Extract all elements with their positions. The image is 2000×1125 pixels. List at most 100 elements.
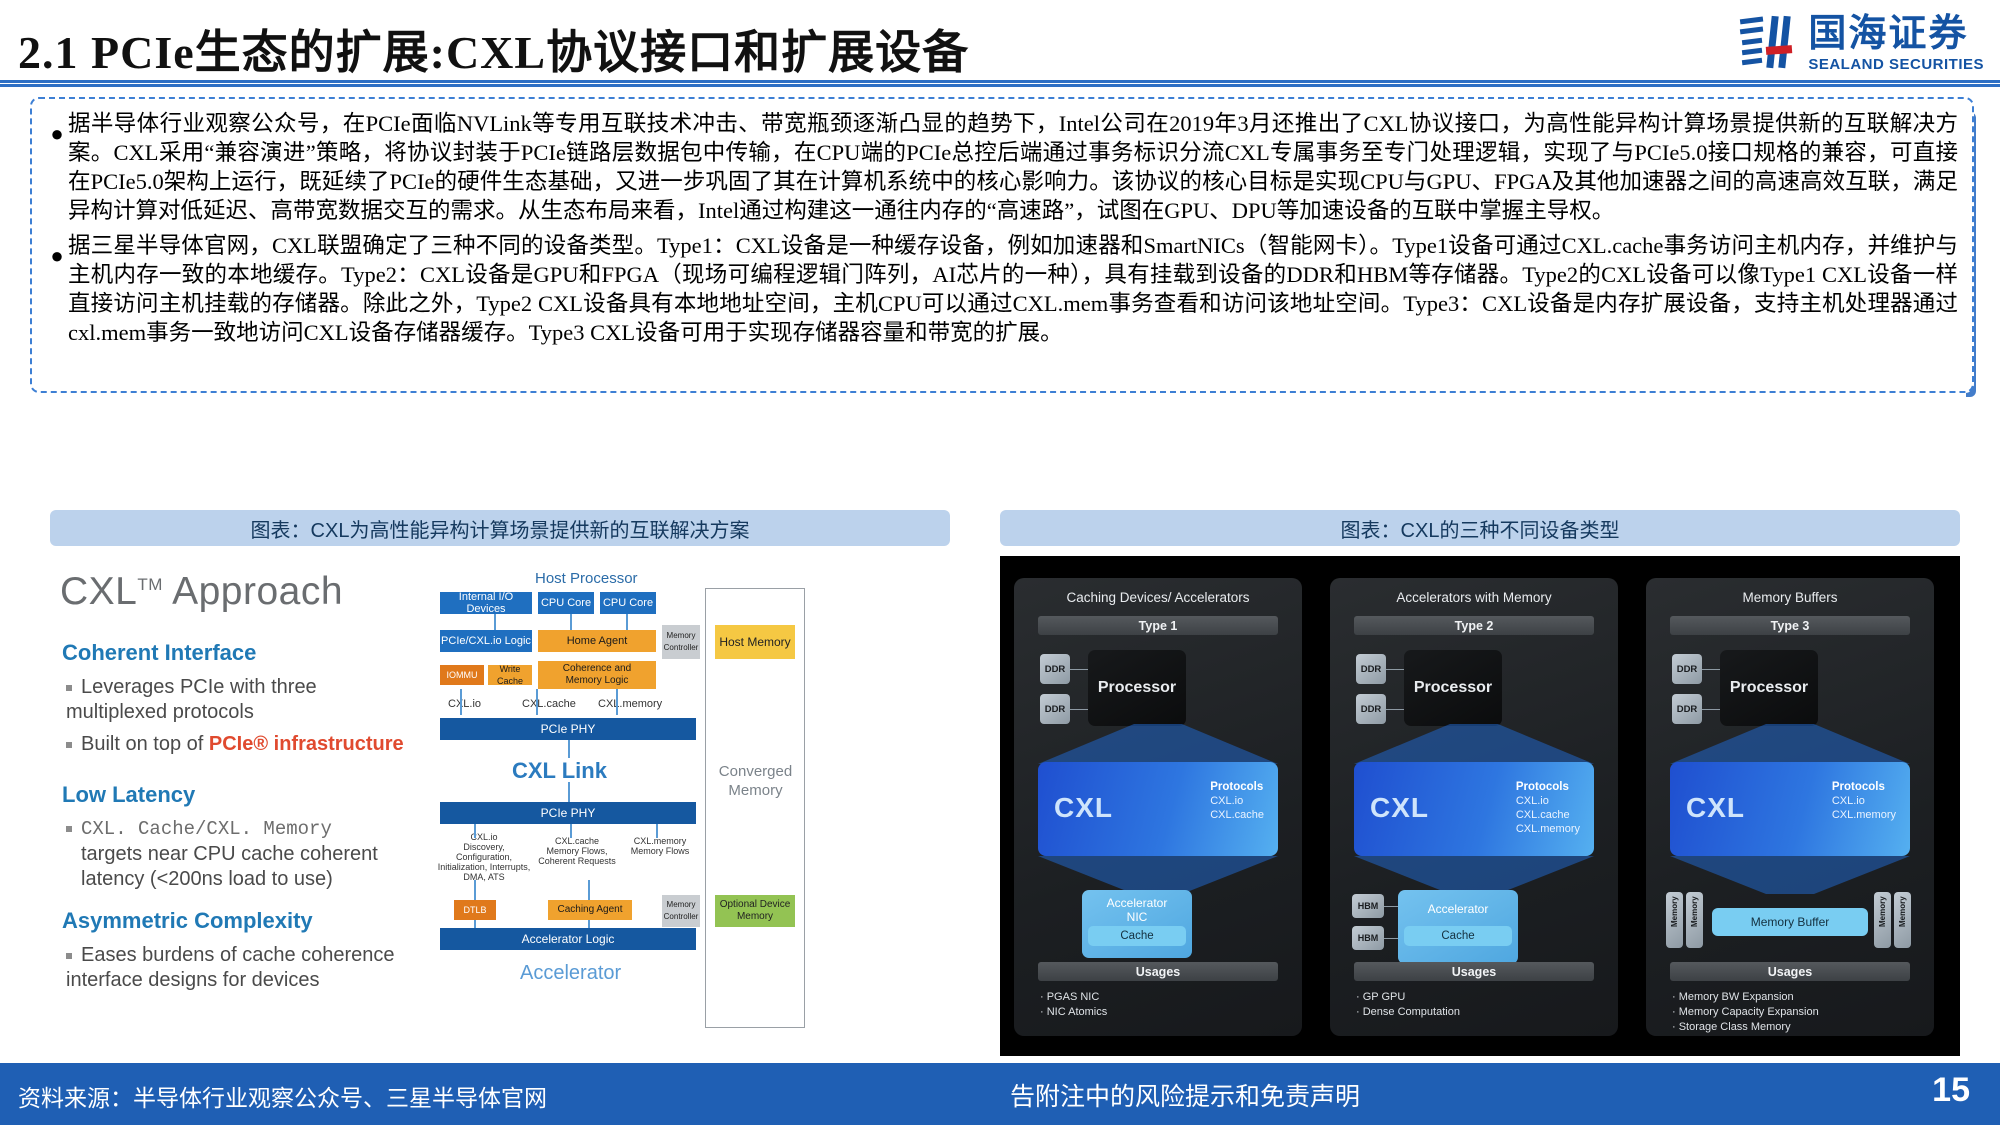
section-item-mono: CXL. Cache/CXL. Memory [81,818,332,840]
protocol-item: CXL.cache [1515,809,1570,821]
list-item: ● 据半导体行业观察公众号，在PCIe面临NVLink等专用互联技术冲击、带宽瓶… [46,109,1958,225]
cxl-link-label: CXL Link [512,758,607,783]
section-heading-asymmetric-complexity: Asymmetric Complexity [62,908,313,933]
processor-box: Processor [1088,650,1186,726]
company-logo: 国海证券 SEALAND SECURITIES [1736,12,1984,74]
memory-module-ddr: DDR [1672,694,1702,724]
cxl-box: CXL Protocols CXL.io CXL.cache CXL.memor… [1354,762,1594,856]
converged-memory-container [705,588,805,1028]
section-item-text: targets near CPU cache coherent latency … [81,843,378,890]
home-agent-box: Home Agent [538,630,656,652]
section-item: Eases burdens of cache coherence interfa… [66,943,411,993]
connector-line [626,614,628,630]
hex-glow-top [1038,724,1278,764]
panel-title: Memory Buffers [1742,590,1838,605]
cpu-core-box-1: CPU Core [538,592,594,614]
memory-module-ddr: DDR [1356,654,1386,684]
usage-item: · PGAS NIC [1040,991,1100,1003]
bullet-dot-icon: ● [50,243,64,268]
panel-type-bar: Type 3 [1670,616,1910,635]
memory-module-ddr: DDR [1040,694,1070,724]
page-header: 2.1 PCIe生态的扩展:CXL协议接口和扩展设备 国海证券 SEALAND … [0,0,2000,92]
device-label: Accelerator [1427,902,1489,916]
connector-line [474,880,476,900]
panel-title: Caching Devices/ Accelerators [1066,590,1250,605]
protocol-item: CXL.memory [1515,823,1580,835]
processor-box: Processor [1720,650,1818,726]
connector-line [1384,938,1398,939]
protocol-item: CXL.io [1210,795,1244,807]
iommu-box: IOMMU [440,665,484,685]
connector-line [568,782,570,802]
panel-type-3: Memory Buffers Type 3 DDR DDR Processor … [1646,578,1934,1036]
section-heading-coherent-interface: Coherent Interface [62,640,257,665]
connector-line [1386,709,1404,710]
bullet-text: 据三星半导体官网，CXL联盟确定了三种不同的设备类型。Type1：CXL设备是一… [68,233,1958,345]
usages-bar: Usages [1670,962,1910,981]
page-number: 15 [1932,1071,1970,1109]
usage-item: · GP GPU [1356,991,1406,1003]
protocols-list: Protocols CXL.io CXL.cache CXL.memory [1516,780,1580,836]
protocol-item: CXL.io [1831,795,1865,807]
usage-item: · Memory Capacity Expansion [1672,1006,1819,1018]
cxl-cache-label-top: CXL.cache [522,698,576,710]
connector-line [1702,709,1720,710]
pcie-phy-top-box: PCIe PHY [440,718,696,740]
device-label-line1: Accelerator [1106,896,1168,910]
logo-text: 国海证券 SEALAND SECURITIES [1808,15,1984,72]
left-figure: CXLTM Approach Coherent Interface Levera… [40,560,970,1035]
protocol-item: CXL.io [1515,795,1549,807]
memory-module-hbm: HBM [1352,894,1384,918]
host-memory-box: Host Memory [715,625,795,659]
usages-bar: Usages [1354,962,1594,981]
cxl-box: CXL Protocols CXL.io CXL.cache [1038,762,1278,856]
connector-line [570,614,572,630]
cxl-approach-title: CXLTM Approach [60,570,343,614]
usage-item: · Storage Class Memory [1672,1021,1791,1033]
cache-box: Cache [1088,926,1186,946]
memory-module-ddr: DDR [1356,694,1386,724]
connector-line [1070,669,1088,670]
protocols-title: Protocols [1515,781,1569,793]
right-figure: Caching Devices/ Accelerators Type 1 DDR… [1000,556,1960,1056]
usages-list: · PGAS NIC · NIC Atomics [1040,990,1107,1020]
memory-module-ddr: DDR [1672,654,1702,684]
square-bullet-icon [66,825,72,832]
cxl-box: CXL Protocols CXL.io CXL.memory [1670,762,1910,856]
usage-item: · Dense Computation [1356,1006,1460,1018]
cache-box: Cache [1404,926,1512,946]
panel-type-1: Caching Devices/ Accelerators Type 1 DDR… [1014,578,1302,1036]
device-label-line2: NIC [1126,910,1148,924]
section-item: Built on top of PCIe® infrastructure [66,732,416,757]
device-box: Accelerator Cache [1398,890,1518,964]
connector-line [616,689,618,715]
connector-line [1702,669,1720,670]
pcie-cxl-io-logic-box: PCIe/CXL.io Logic [440,630,532,652]
trademark-icon: TM [137,575,163,594]
page-footer: 资料来源：半导体行业观察公众号、三星半导体官网 告附注中的风险提示和免责声明 1… [0,1063,2000,1125]
section-heading-low-latency: Low Latency [62,782,196,807]
panel-type-bar: Type 1 [1038,616,1278,635]
memory-label: Memory [1878,896,1887,927]
cxl-io-label-top: CXL.io [448,698,482,710]
memory-module-vertical: Memory [1874,892,1891,948]
section-item: CXL. Cache/CXL. Memory targets near CPU … [66,816,406,892]
connector-line [588,880,590,900]
write-cache-box: Write Cache [488,664,532,686]
hex-glow-bottom [1670,856,1910,894]
accelerator-label: Accelerator [520,962,622,984]
memory-controller-bottom-box: Memory Controller [662,895,700,927]
bullet-dot-icon: ● [50,121,64,146]
usage-item: · Memory BW Expansion [1672,991,1794,1003]
disclaimer-note: 告附注中的风险提示和免责声明 [1010,1083,1361,1111]
device-box: Accelerator NIC Cache [1082,890,1192,958]
usages-bar: Usages [1038,962,1278,981]
usages-list: · GP GPU · Dense Computation [1356,990,1460,1020]
memory-label: Memory [1898,896,1907,927]
